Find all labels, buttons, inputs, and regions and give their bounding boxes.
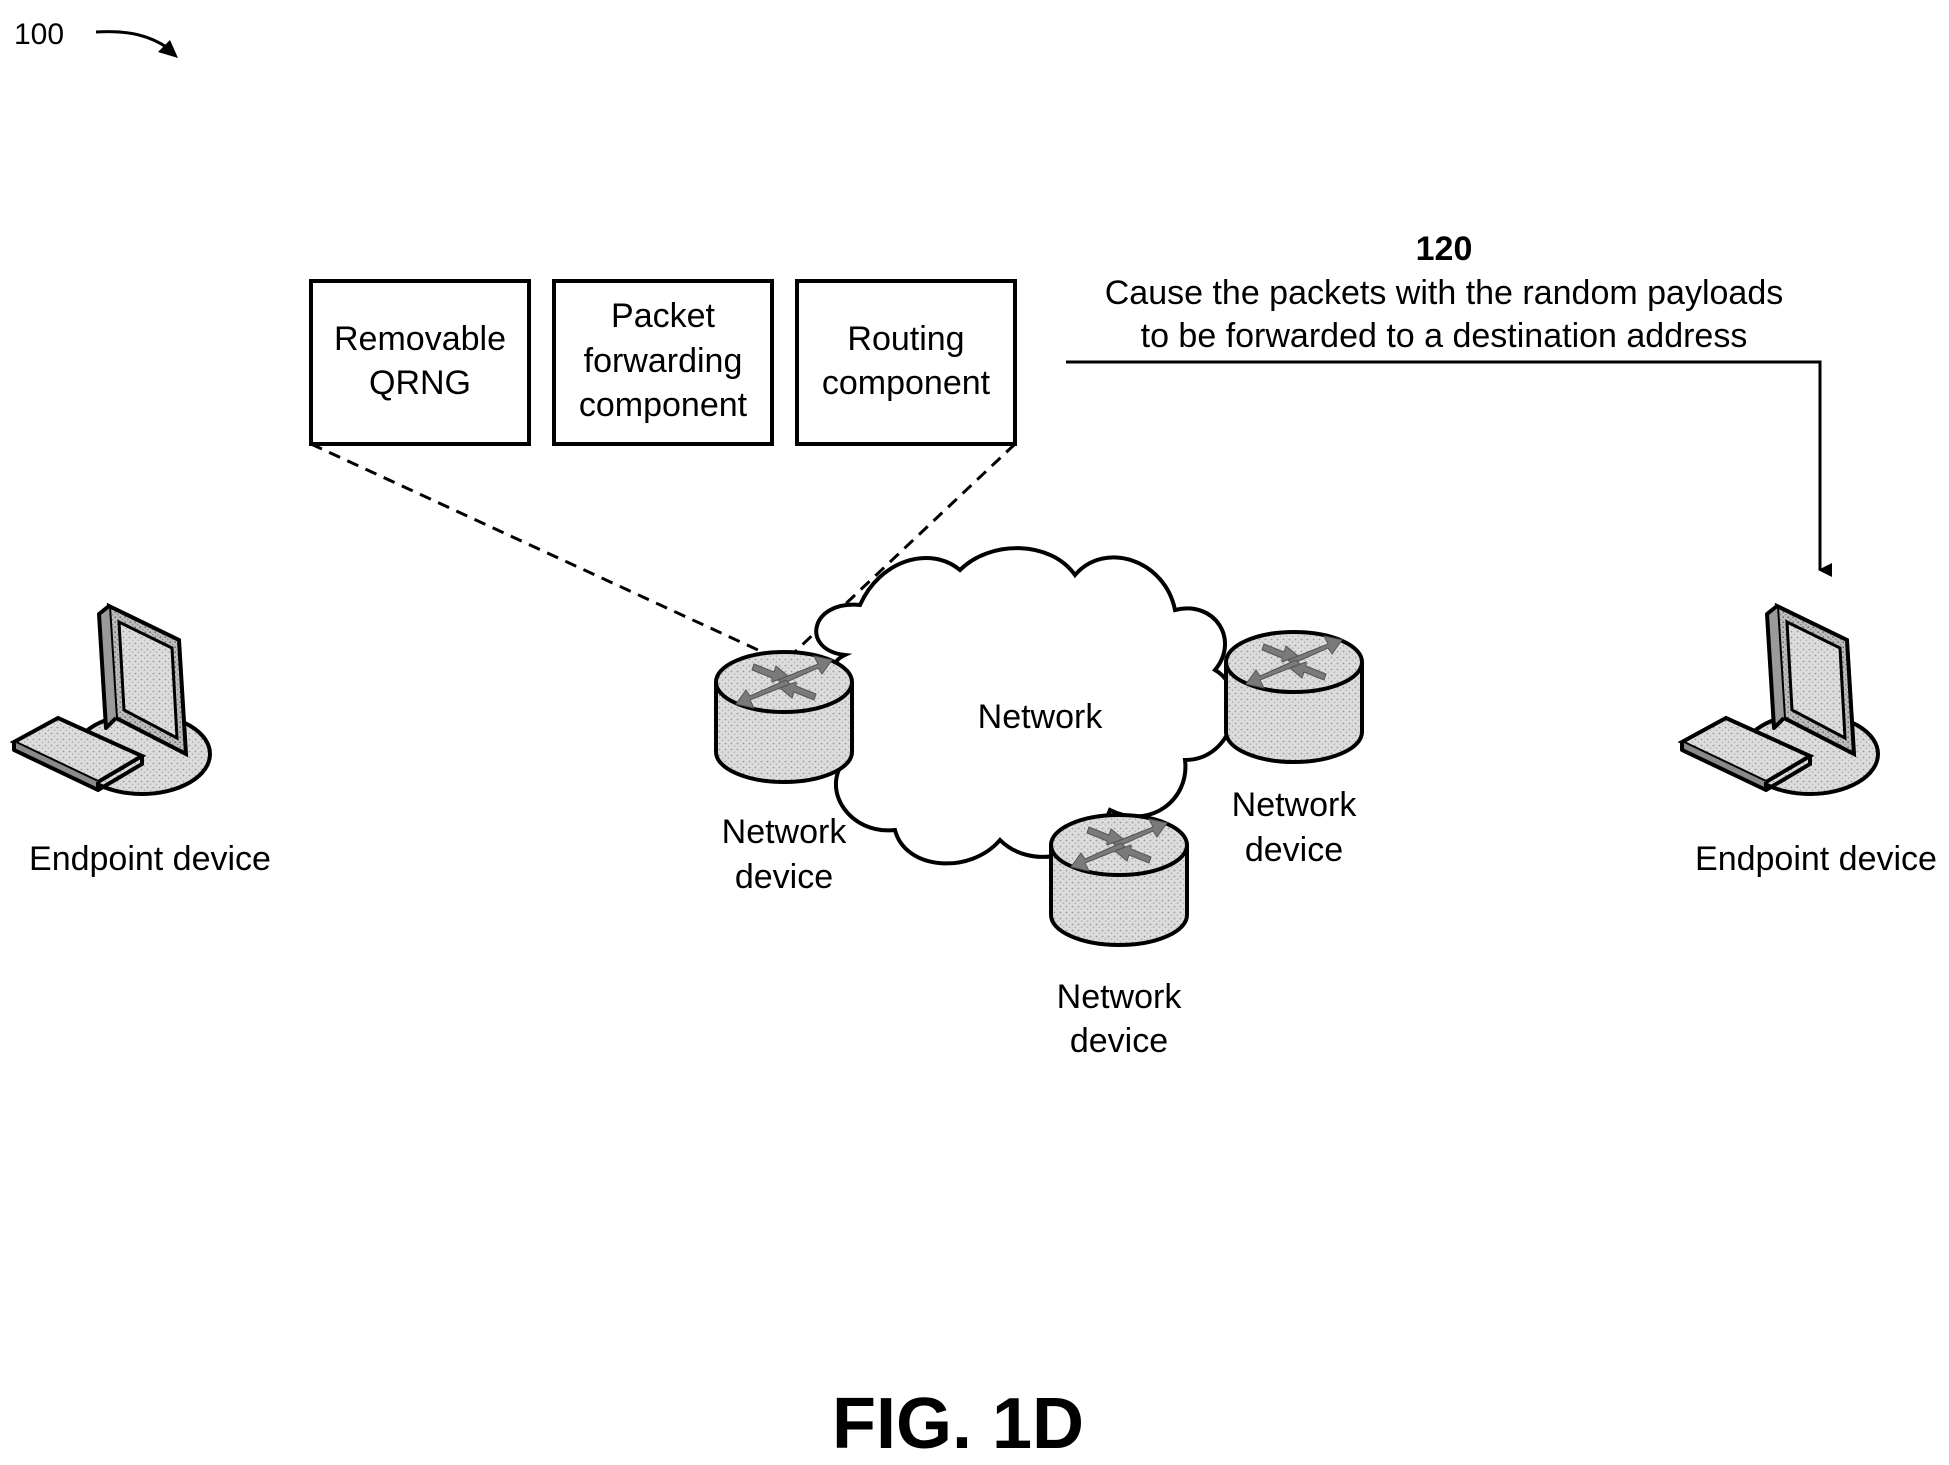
router-icon	[716, 652, 852, 782]
component-label-line1: Routing	[847, 320, 964, 358]
monitor-icon	[1682, 606, 1878, 794]
router-icon	[1051, 815, 1187, 945]
endpoint-label: Endpoint device	[29, 840, 271, 878]
component-packet-forwarding: Packet forwarding component	[554, 281, 772, 444]
network-device-label-line2: device	[1245, 831, 1343, 869]
figure-reference: 100	[14, 18, 64, 51]
step-text-line2: to be forwarded to a destination address	[1141, 317, 1748, 355]
network-device-label-line2: device	[1070, 1022, 1168, 1060]
component-label-line2: QRNG	[369, 364, 471, 402]
component-label-line3: component	[579, 386, 748, 424]
step-text-line1: Cause the packets with the random payloa…	[1105, 274, 1784, 312]
network-device-label-line1: Network	[1057, 978, 1183, 1016]
figure-reference-arrow	[96, 32, 168, 48]
component-label-line1: Removable	[334, 320, 506, 358]
step-arrow	[1066, 362, 1820, 570]
endpoint-label: Endpoint device	[1695, 840, 1937, 878]
component-routing: Routing component	[797, 281, 1015, 444]
component-label-line1: Packet	[611, 297, 715, 335]
network-device-label-line2: device	[735, 858, 833, 896]
step-number: 120	[1416, 230, 1473, 268]
component-removable-qrng: Removable QRNG	[311, 281, 529, 444]
component-label-line2: forwarding	[584, 342, 743, 380]
network-label: Network	[978, 698, 1104, 736]
monitor-icon	[14, 606, 210, 794]
callout-line-left	[311, 444, 784, 662]
network-device-label-line1: Network	[1232, 786, 1358, 824]
network-device-label-line1: Network	[722, 813, 848, 851]
router-icon	[1226, 632, 1362, 762]
component-label-line2: component	[822, 364, 991, 402]
figure-label: FIG. 1D	[832, 1384, 1084, 1464]
